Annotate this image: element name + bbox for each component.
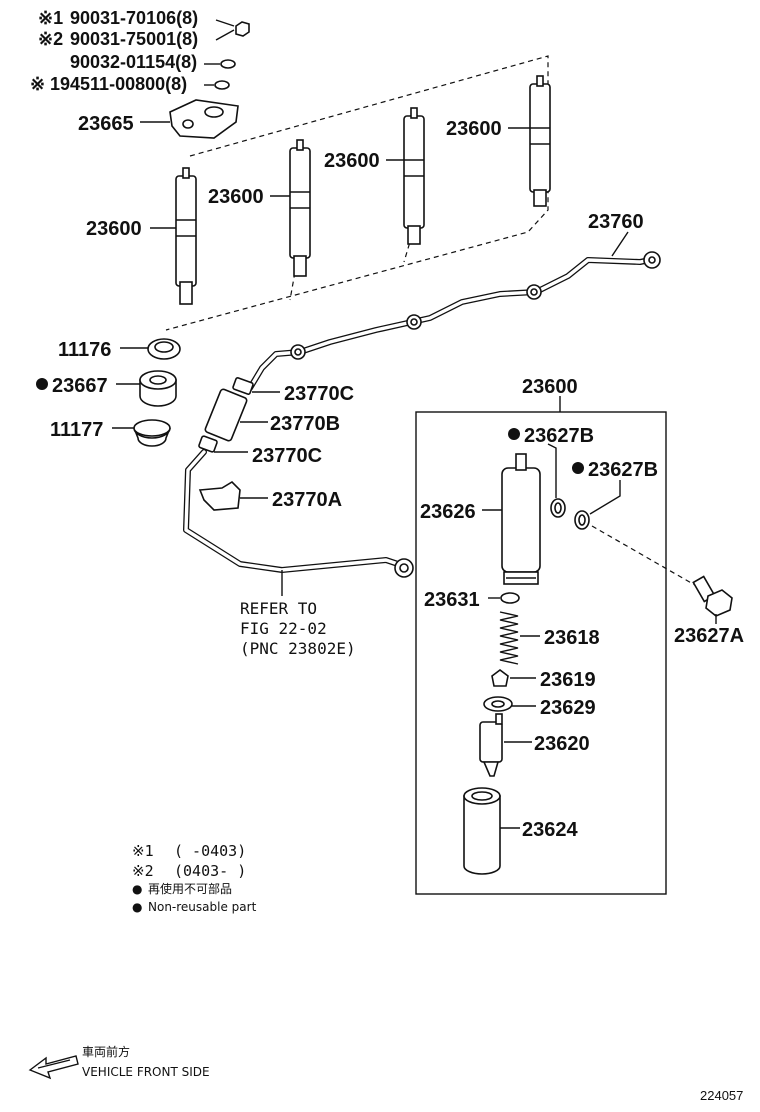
label-23600-injector-2: 23600 (208, 186, 264, 208)
label-23626: 23626 (420, 501, 476, 523)
label-23760: 23760 (588, 211, 644, 233)
non-reusable-bullet-23627b-1 (508, 428, 520, 440)
note-bullet-en: ● (132, 900, 142, 914)
label-23665: 23665 (78, 113, 134, 135)
shim-23631: 23631 (424, 589, 520, 611)
note-2-mark: ※2 (132, 862, 154, 880)
front-arrow-icon (28, 1055, 79, 1080)
seal-11176: 11176 (58, 338, 181, 361)
pin-23619: 23619 (491, 669, 596, 691)
label-11176: 11176 (58, 339, 111, 361)
refer-line-1: REFER TO (240, 599, 317, 618)
injector-4 (529, 75, 551, 207)
label-23770c-bottom: 23770C (252, 445, 322, 467)
header-prefix-4: ※ (30, 74, 45, 94)
non-reusable-bullet-23627b-2 (572, 462, 584, 474)
label-23627b-2: 23627B (588, 459, 658, 481)
seal-11177: 11177 (50, 419, 171, 447)
washer-icon (220, 59, 236, 69)
label-23770a: 23770A (272, 489, 342, 511)
header-prefix-1: ※1 (38, 8, 63, 28)
label-23667: 23667 (52, 375, 108, 397)
note-nonreusable-en: Non-reusable part (148, 900, 257, 914)
label-23770b: 23770B (270, 413, 340, 435)
vehicle-front-indicator: 車両前方 VEHICLE FRONT SIDE (28, 1044, 210, 1080)
note-2-text: (0403- ) (174, 862, 246, 880)
label-23770c-top: 23770C (284, 383, 354, 405)
gasket-23627b-1: 23627B (508, 425, 594, 518)
non-reusable-bullet-23667 (36, 378, 48, 390)
note-1-text: ( -0403) (174, 842, 246, 860)
label-23600-detail: 23600 (522, 376, 578, 398)
header-number-1: 90031-70106(8) (70, 8, 198, 28)
note-1-mark: ※1 (132, 842, 154, 860)
label-23620: 23620 (534, 733, 590, 755)
note-nonreusable-jp: 再使用不可部品 (148, 881, 232, 896)
label-23600-injector-1: 23600 (86, 218, 142, 240)
label-23624: 23624 (522, 819, 578, 841)
header-part-list: ※1 90031-70106(8) ※2 90031-75001(8) 9003… (30, 8, 198, 94)
clamp-23665: 23665 (78, 99, 239, 139)
nut-icon (235, 21, 250, 37)
washer-small-icon (214, 80, 230, 90)
refer-note: REFER TO FIG 22-02 (PNC 23802E) (240, 599, 356, 658)
injector-3 (403, 107, 425, 245)
label-11177: 11177 (50, 419, 103, 441)
distance-piece-23629: 23629 (483, 696, 596, 719)
front-label-en: VEHICLE FRONT SIDE (82, 1065, 210, 1079)
label-23600-injector-4: 23600 (446, 118, 502, 140)
header-number-3: 90032-01154(8) (70, 52, 197, 72)
note-bullet-jp: ● (132, 882, 142, 896)
refer-line-2: FIG 22-02 (240, 619, 327, 638)
label-23618: 23618 (544, 627, 600, 649)
label-23631: 23631 (424, 589, 480, 611)
label-23619: 23619 (540, 669, 596, 691)
insulator-23667: 23667 (36, 370, 177, 407)
retaining-nut-23624: 23624 (463, 787, 578, 875)
label-23627a: 23627A (674, 625, 744, 647)
injector-detail-box (415, 411, 667, 895)
injector-body-23626: 23626 (420, 453, 541, 585)
return-hose-assembly: 23770C 23770B 23770C 23770A (183, 377, 414, 596)
gasket-23627b-2: 23627B (572, 459, 658, 530)
illustration-id: 224057 (700, 1088, 743, 1103)
label-23629: 23629 (540, 697, 596, 719)
header-number-2: 90031-75001(8) (70, 29, 198, 49)
header-number-4: 194511-00800(8) (50, 74, 187, 94)
injector-1 (175, 167, 197, 305)
leak-off-pipe-23760: 23760 (247, 211, 661, 391)
notes: ※1 ( -0403) ※2 (0403- ) ● 再使用不可部品 ● Non-… (132, 842, 257, 914)
injector-2 (289, 139, 311, 277)
refer-line-3: (PNC 23802E) (240, 639, 356, 658)
label-23627b-1: 23627B (524, 425, 594, 447)
bolt-23627a: 23627A (674, 575, 744, 647)
label-23600-injector-3: 23600 (324, 150, 380, 172)
spring-23618: 23618 (499, 611, 600, 665)
nozzle-23620: 23620 (479, 713, 590, 777)
header-prefix-2: ※2 (38, 29, 63, 49)
front-label-jp: 車両前方 (82, 1044, 130, 1059)
header-small-parts (204, 19, 250, 90)
